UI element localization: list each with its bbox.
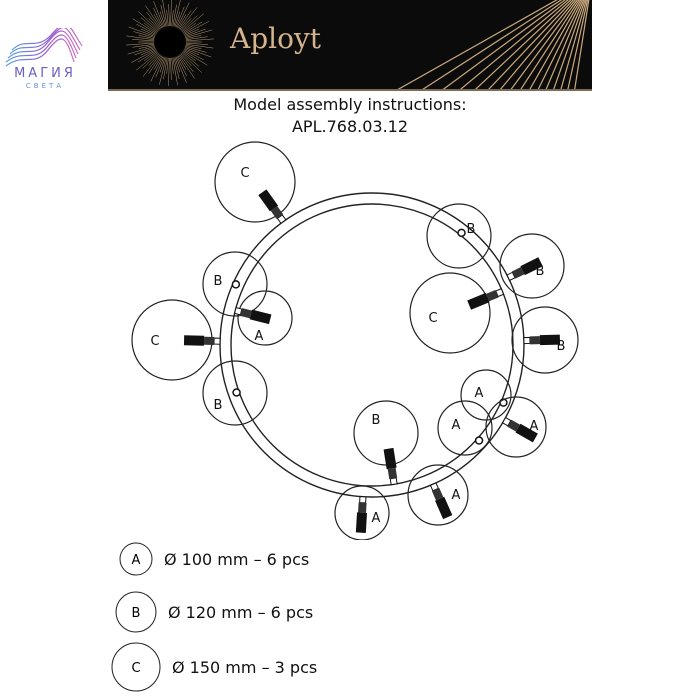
mount-point-icon bbox=[474, 436, 484, 445]
globe-label: C bbox=[150, 334, 159, 349]
globe-shade bbox=[409, 272, 491, 354]
globe-label: A bbox=[452, 488, 461, 503]
globe-shade bbox=[426, 203, 492, 269]
svg-text:B: B bbox=[132, 606, 141, 621]
legend-item-b: B Ø 120 mm – 6 pcs bbox=[114, 590, 313, 634]
mount-point-icon bbox=[231, 280, 241, 289]
globe-shade bbox=[202, 251, 268, 317]
globe-c-icon: C bbox=[111, 642, 161, 692]
globe-label: A bbox=[530, 419, 539, 434]
globe-b-icon: B bbox=[115, 591, 157, 633]
svg-text:C: C bbox=[131, 661, 140, 676]
globe-label: C bbox=[428, 311, 437, 326]
legend-item-a: A Ø 100 mm – 6 pcs bbox=[118, 541, 309, 577]
globe-shade bbox=[460, 369, 512, 421]
sunburst-decoration-icon bbox=[126, 0, 590, 89]
model-number: APL.768.03.12 bbox=[291, 117, 409, 136]
brand-name: Aployt bbox=[230, 22, 322, 55]
lamp-holder-icon bbox=[501, 416, 538, 443]
lamp-holder-icon bbox=[233, 306, 272, 325]
assembly-diagram: C B B C B B A C B A A A B A A bbox=[131, 141, 579, 540]
globe-label: B bbox=[372, 413, 381, 428]
mount-point-icon bbox=[457, 228, 466, 238]
globe-shade bbox=[202, 360, 268, 426]
legend-item-c: C Ø 150 mm – 3 pcs bbox=[110, 641, 317, 693]
globe-label: B bbox=[467, 222, 476, 237]
logo-text: МАГИЯ bbox=[14, 66, 76, 81]
magiya-sveta-logo bbox=[4, 23, 86, 98]
lamp-holder-icon bbox=[355, 496, 368, 533]
globe-label: A bbox=[452, 418, 461, 433]
svg-text:A: A bbox=[132, 553, 141, 568]
globe-shade bbox=[511, 306, 579, 374]
lamp-holder-icon bbox=[258, 189, 287, 224]
lamp-holder-icon bbox=[383, 447, 398, 486]
globe-shade bbox=[437, 400, 493, 456]
globe-shade bbox=[353, 400, 419, 466]
legend-text: Ø 150 mm – 3 pcs bbox=[172, 657, 318, 677]
globe-label: C bbox=[240, 166, 249, 181]
lamp-holder-icon bbox=[429, 482, 453, 520]
globe-label: B bbox=[536, 264, 545, 279]
legend-text: Ø 120 mm – 6 pcs bbox=[168, 602, 314, 622]
globe-a-icon: A bbox=[119, 542, 153, 576]
globe-label: A bbox=[475, 386, 484, 401]
globe-label: B bbox=[214, 398, 223, 413]
brand-banner: Aployt bbox=[108, 0, 592, 91]
globe-label: B bbox=[214, 274, 223, 289]
lamp-holder-icon bbox=[183, 335, 221, 346]
ring-outer bbox=[219, 192, 525, 498]
globe-label: A bbox=[372, 511, 381, 526]
page-title: Model assembly instructions: bbox=[233, 95, 467, 114]
globe-shade bbox=[237, 290, 293, 346]
globe-label: A bbox=[255, 329, 264, 344]
globe-shade bbox=[214, 141, 296, 223]
ring-inner bbox=[230, 203, 514, 487]
globe-shade bbox=[407, 464, 469, 526]
lamp-holder-icon bbox=[467, 288, 505, 310]
mount-point-icon bbox=[232, 388, 241, 397]
globe-label: B bbox=[557, 339, 566, 354]
globe-shade bbox=[499, 233, 565, 299]
lamp-holder-icon bbox=[506, 257, 543, 282]
globe-shade bbox=[485, 396, 547, 458]
wave-logo-icon bbox=[5, 23, 83, 67]
legend-text: Ø 100 mm – 6 pcs bbox=[164, 549, 310, 569]
globe-shade bbox=[334, 485, 390, 540]
logo-subtext: СВЕТА bbox=[25, 82, 65, 90]
lamp-holder-icon bbox=[523, 334, 561, 346]
